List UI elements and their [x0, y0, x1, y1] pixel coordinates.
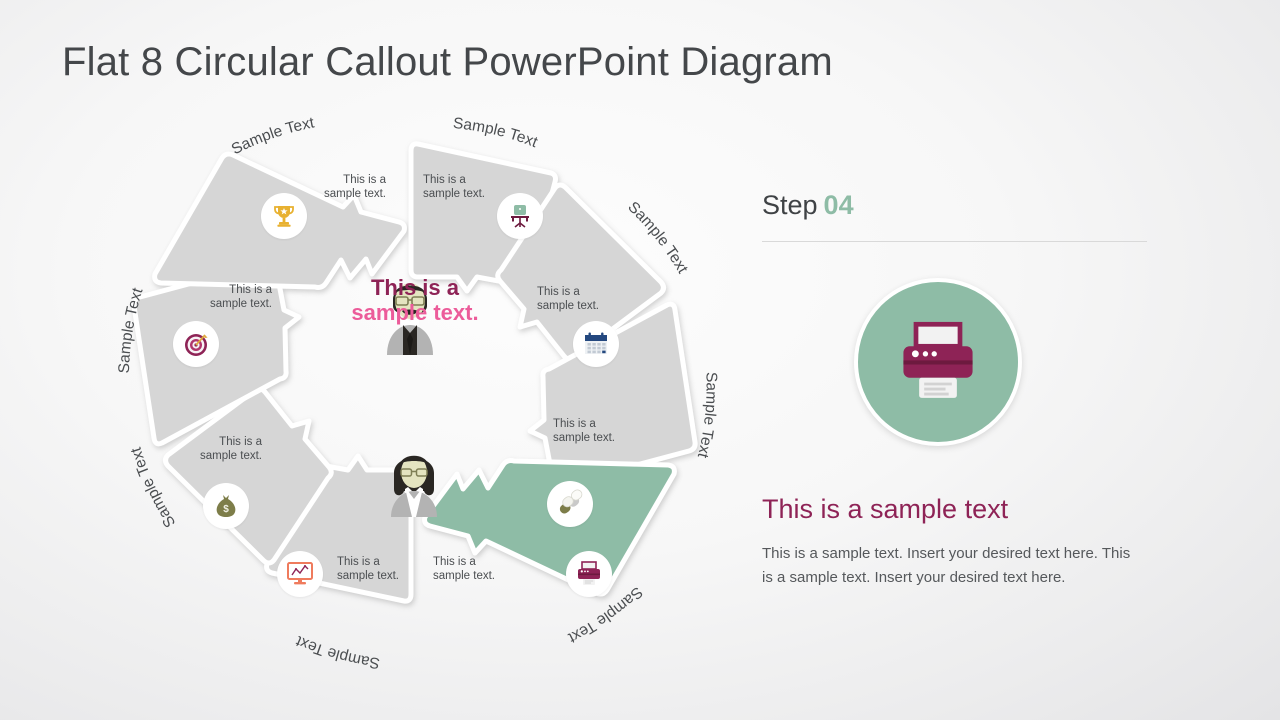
circular-diagram: Sample Text Sample Text Sample Text Samp…	[105, 105, 725, 695]
segment-6-body: This is a sample text.	[200, 436, 262, 463]
target-glyph	[185, 334, 208, 356]
center-headline-line1: This is a	[370, 275, 460, 300]
segment-3-body: This is a sample text.	[553, 418, 615, 445]
calendar-glyph	[585, 332, 607, 354]
calendar-icon[interactable]	[573, 321, 619, 367]
segment-5-body: This is a sample text.	[337, 556, 399, 583]
trophy-glyph	[274, 206, 294, 227]
panel-heading: This is a sample text	[762, 494, 1009, 524]
printer-icon-large[interactable]	[854, 278, 1022, 446]
office-chair-icon[interactable]	[497, 193, 543, 239]
pills-glyph	[559, 489, 583, 514]
office-chair-glyph	[511, 205, 529, 228]
page-title: Flat 8 Circular Callout PowerPoint Diagr…	[62, 40, 833, 84]
trophy-icon[interactable]	[261, 193, 307, 239]
segment-7-body: This is a sample text.	[210, 284, 272, 311]
woman-avatar	[391, 455, 437, 517]
center-callout: This is a sample text.	[315, 265, 515, 326]
svg-text:$: $	[223, 504, 229, 515]
segment-6-shape[interactable]	[163, 386, 334, 566]
wheel-segments	[131, 141, 698, 604]
money-bag-glyph: $	[216, 495, 236, 517]
segment-2-body: This is a sample text.	[537, 286, 599, 313]
panel-divider	[762, 241, 1147, 242]
step-label: Step	[762, 190, 818, 220]
target-dartboard-icon[interactable]	[173, 321, 219, 367]
money-bag-icon[interactable]: $	[203, 483, 249, 529]
segment-3-shape[interactable]	[527, 301, 698, 488]
step-number: 04	[823, 190, 854, 220]
printer-icon-segment[interactable]	[566, 551, 612, 597]
panel-body-text: This is a sample text. Insert your desir…	[762, 545, 1131, 587]
segment-4-body: This is a sample text.	[433, 556, 495, 583]
printer-glyph-large	[903, 321, 973, 398]
monitor-chart-glyph	[287, 562, 313, 585]
segment-8-body: This is a sample text.	[324, 174, 386, 201]
printer-glyph	[578, 561, 600, 585]
center-headline-line2: sample text.	[351, 300, 479, 326]
segment-1-body: This is a sample text.	[423, 174, 485, 201]
monitor-chart-icon[interactable]	[277, 551, 323, 597]
center-headline: This is a sample text.	[315, 275, 515, 326]
man-avatar	[387, 283, 433, 355]
pills-icon[interactable]	[547, 481, 593, 527]
